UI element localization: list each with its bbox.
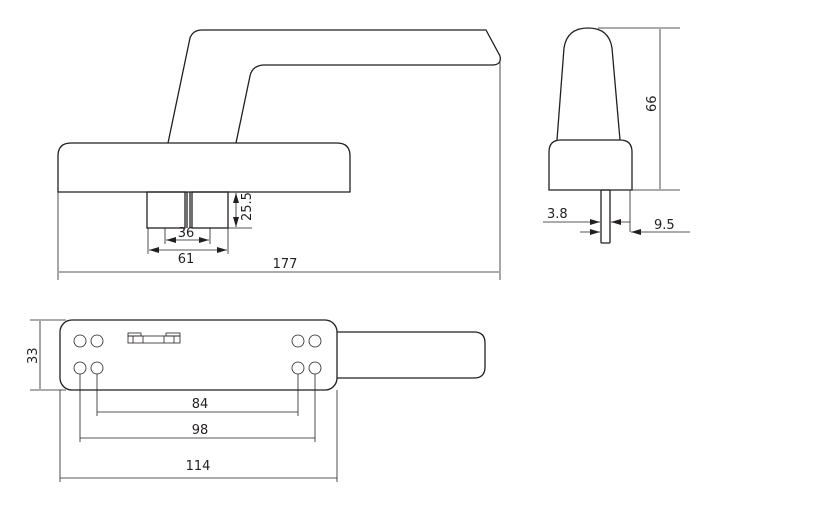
end-view: 66 3.8 9.5	[543, 27, 690, 244]
screw-holes	[73, 334, 322, 375]
bottom-view: 33 84 98 114	[26, 319, 486, 482]
handle-lever	[167, 29, 501, 144]
lever-top	[337, 331, 486, 379]
slot-feature	[127, 332, 181, 344]
spindle-block-right	[191, 191, 229, 229]
dim-holes-outer: 98	[192, 423, 209, 438]
lever-end-profile	[556, 27, 621, 141]
side-view: 25.5 36 61 177	[57, 29, 501, 280]
dim-offset: 9.5	[654, 218, 675, 233]
dim-inner: 36	[178, 226, 195, 241]
dim-outer: 61	[178, 252, 195, 267]
dim-spindle: 3.8	[547, 207, 568, 222]
rose-profile	[548, 139, 633, 191]
spindle	[600, 189, 611, 244]
dim-base-length: 114	[186, 459, 211, 474]
base-plate	[59, 319, 338, 391]
dim-holes-inner: 84	[192, 397, 209, 412]
dim-spindle-height: 25.5	[240, 192, 255, 221]
spindle-block-left	[146, 191, 186, 229]
dim-height: 66	[645, 95, 660, 112]
handle-base	[57, 142, 351, 193]
dim-width: 33	[26, 347, 41, 364]
dim-length: 177	[273, 257, 298, 272]
